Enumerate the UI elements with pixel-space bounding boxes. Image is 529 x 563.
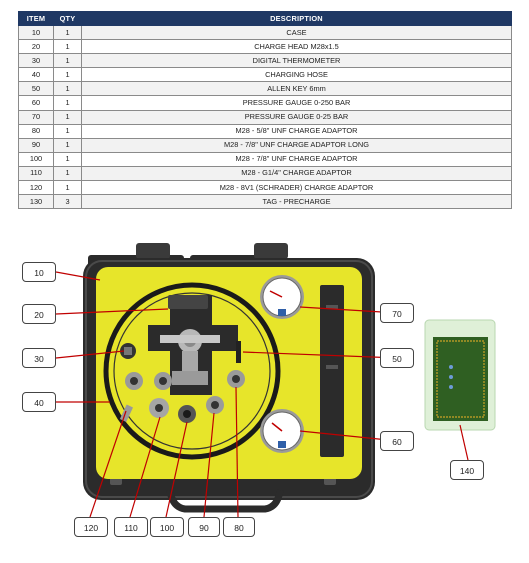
- precharge-tags: [424, 319, 496, 431]
- header-item: ITEM: [18, 11, 54, 26]
- storage-slot: [320, 285, 344, 457]
- cell-item: 10: [18, 24, 54, 41]
- cell-qty: 1: [53, 53, 82, 69]
- callout-100: 100: [150, 517, 184, 537]
- cell-item: 30: [18, 53, 54, 69]
- cell-qty: 1: [53, 180, 82, 196]
- allen-key: [236, 341, 241, 363]
- callout-140: 140: [450, 460, 484, 480]
- callout-30: 30: [22, 348, 56, 368]
- pressure-gauge-0-250: [260, 409, 304, 453]
- callout-60: 60: [380, 431, 414, 451]
- cell-item: 130: [18, 194, 54, 210]
- cell-qty: 1: [53, 81, 82, 97]
- cell-qty: 1: [53, 109, 82, 125]
- cell-item: 60: [18, 95, 54, 111]
- callout-90: 90: [188, 517, 220, 537]
- callout-120: 120: [74, 517, 108, 537]
- cell-description: M28 - 5/8" UNF CHARGE ADAPTOR: [81, 123, 512, 139]
- leader-lines: [55, 271, 469, 518]
- cell-item: 40: [18, 67, 54, 83]
- callout-110: 110: [114, 517, 148, 537]
- charging-hose: [103, 282, 281, 460]
- cell-item: 110: [18, 165, 54, 182]
- cell-description: M28 - 8V1 (SCHRADER) CHARGE ADAPTOR: [81, 180, 512, 196]
- cell-description: M28 - 7/8" UNF CHARGE ADAPTOR LONG: [81, 137, 512, 153]
- cell-item: 20: [18, 39, 54, 55]
- header-description: DESCRIPTION: [81, 11, 512, 26]
- callout-40: 40: [22, 392, 56, 412]
- cell-item: 120: [18, 180, 54, 196]
- callout-50: 50: [380, 348, 414, 368]
- callout-80: 80: [223, 517, 255, 537]
- cell-description: CHARGE HEAD M28x1.5: [81, 39, 512, 55]
- cell-description: CASE: [81, 24, 512, 41]
- cell-qty: 1: [53, 95, 82, 111]
- cell-item: 80: [18, 123, 54, 139]
- cell-description: PRESSURE GAUGE 0-250 BAR: [81, 95, 512, 111]
- table-header-row: ITEM QTY DESCRIPTION: [18, 11, 512, 26]
- cell-qty: 1: [53, 67, 82, 83]
- callout-70: 70: [380, 303, 414, 323]
- cell-description: M28 - 7/8" UNF CHARGE ADAPTOR: [81, 151, 512, 167]
- cell-item: 90: [18, 137, 54, 153]
- cell-qty: 1: [53, 151, 82, 167]
- cell-qty: 1: [53, 123, 82, 139]
- cell-description: PRESSURE GAUGE 0-25 BAR: [81, 109, 512, 125]
- cell-description: TAG - PRECHARGE: [81, 194, 512, 210]
- callout-10: 10: [22, 262, 56, 282]
- digital-thermometer: [120, 343, 136, 359]
- cell-item: 70: [18, 109, 54, 125]
- cell-item: 50: [18, 81, 54, 97]
- cell-item: 100: [18, 151, 54, 167]
- cell-qty: 1: [53, 165, 82, 182]
- pressure-gauge-0-25: [260, 275, 304, 319]
- kit-illustration: [55, 243, 496, 518]
- cell-description: ALLEN KEY 6mm: [81, 81, 512, 97]
- cell-description: DIGITAL THERMOMETER: [81, 53, 512, 69]
- cell-qty: 1: [53, 137, 82, 153]
- callout-20: 20: [22, 304, 56, 324]
- header-qty: QTY: [53, 11, 82, 26]
- cell-qty: 1: [53, 24, 82, 41]
- cell-description: CHARGING HOSE: [81, 67, 512, 83]
- cell-qty: 1: [53, 39, 82, 55]
- kit-figure: 10 20 30 40 70 50 60 140 120 110 100 90 …: [0, 225, 529, 558]
- charge-head: [148, 295, 238, 395]
- cell-qty: 3: [53, 194, 82, 210]
- adaptors: [119, 370, 245, 423]
- cell-description: M28 - G1/4" CHARGE ADAPTOR: [81, 165, 512, 182]
